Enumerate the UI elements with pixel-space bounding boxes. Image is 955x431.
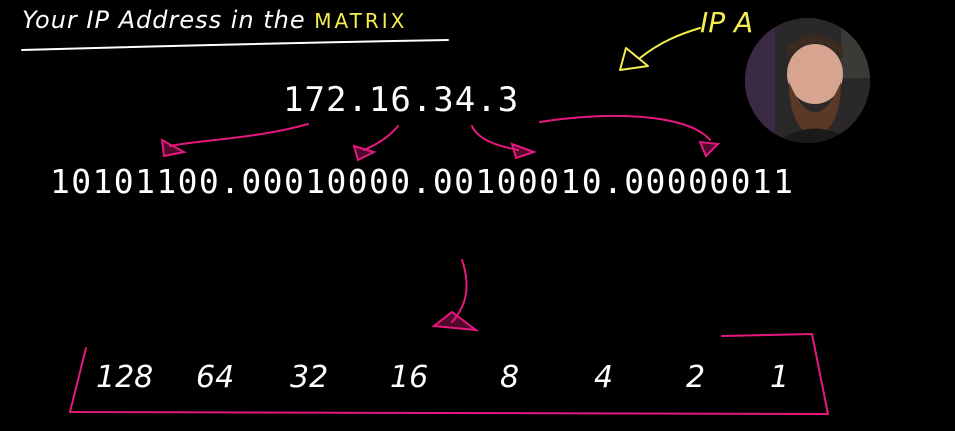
yellow-arrowhead [619,47,649,71]
pink-arrow-octet-1 [169,123,309,147]
place-value-32: 32 [290,360,329,395]
pink-arrowhead-3 [510,142,538,160]
pink-arrowhead-1 [160,138,187,158]
place-value-4: 4 [594,360,614,395]
yellow-arrow [639,27,701,59]
title-prefix: Your IP Address in the [22,6,315,34]
place-value-box [69,333,829,415]
binary-address: 10101100.00010000.00100010.00000011 [50,162,795,201]
pink-arrowhead-2 [352,144,377,162]
place-value-16: 16 [390,360,429,395]
place-value-128: 128 [96,360,154,395]
page-title: Your IP Address in the MATRIX [22,6,407,34]
ip-address: 172.16.34.3 [283,80,520,120]
pink-arrow-octet-2 [363,125,399,151]
pink-arrow-down [451,259,468,323]
place-value-64: 64 [196,360,235,395]
title-underline [21,39,449,51]
pink-arrow-octet-4 [539,115,711,141]
place-value-8: 8 [500,360,520,395]
pink-arrowhead-4 [698,140,721,158]
presenter-image [745,18,870,143]
pink-arrow-octet-3 [471,125,519,151]
top-right-label: IP A [700,6,754,39]
place-value-1: 1 [770,360,790,395]
place-value-2: 2 [686,360,706,395]
webcam-overlay [745,18,870,143]
title-highlight: MATRIX [314,9,408,33]
pink-arrowhead-down [431,310,480,332]
